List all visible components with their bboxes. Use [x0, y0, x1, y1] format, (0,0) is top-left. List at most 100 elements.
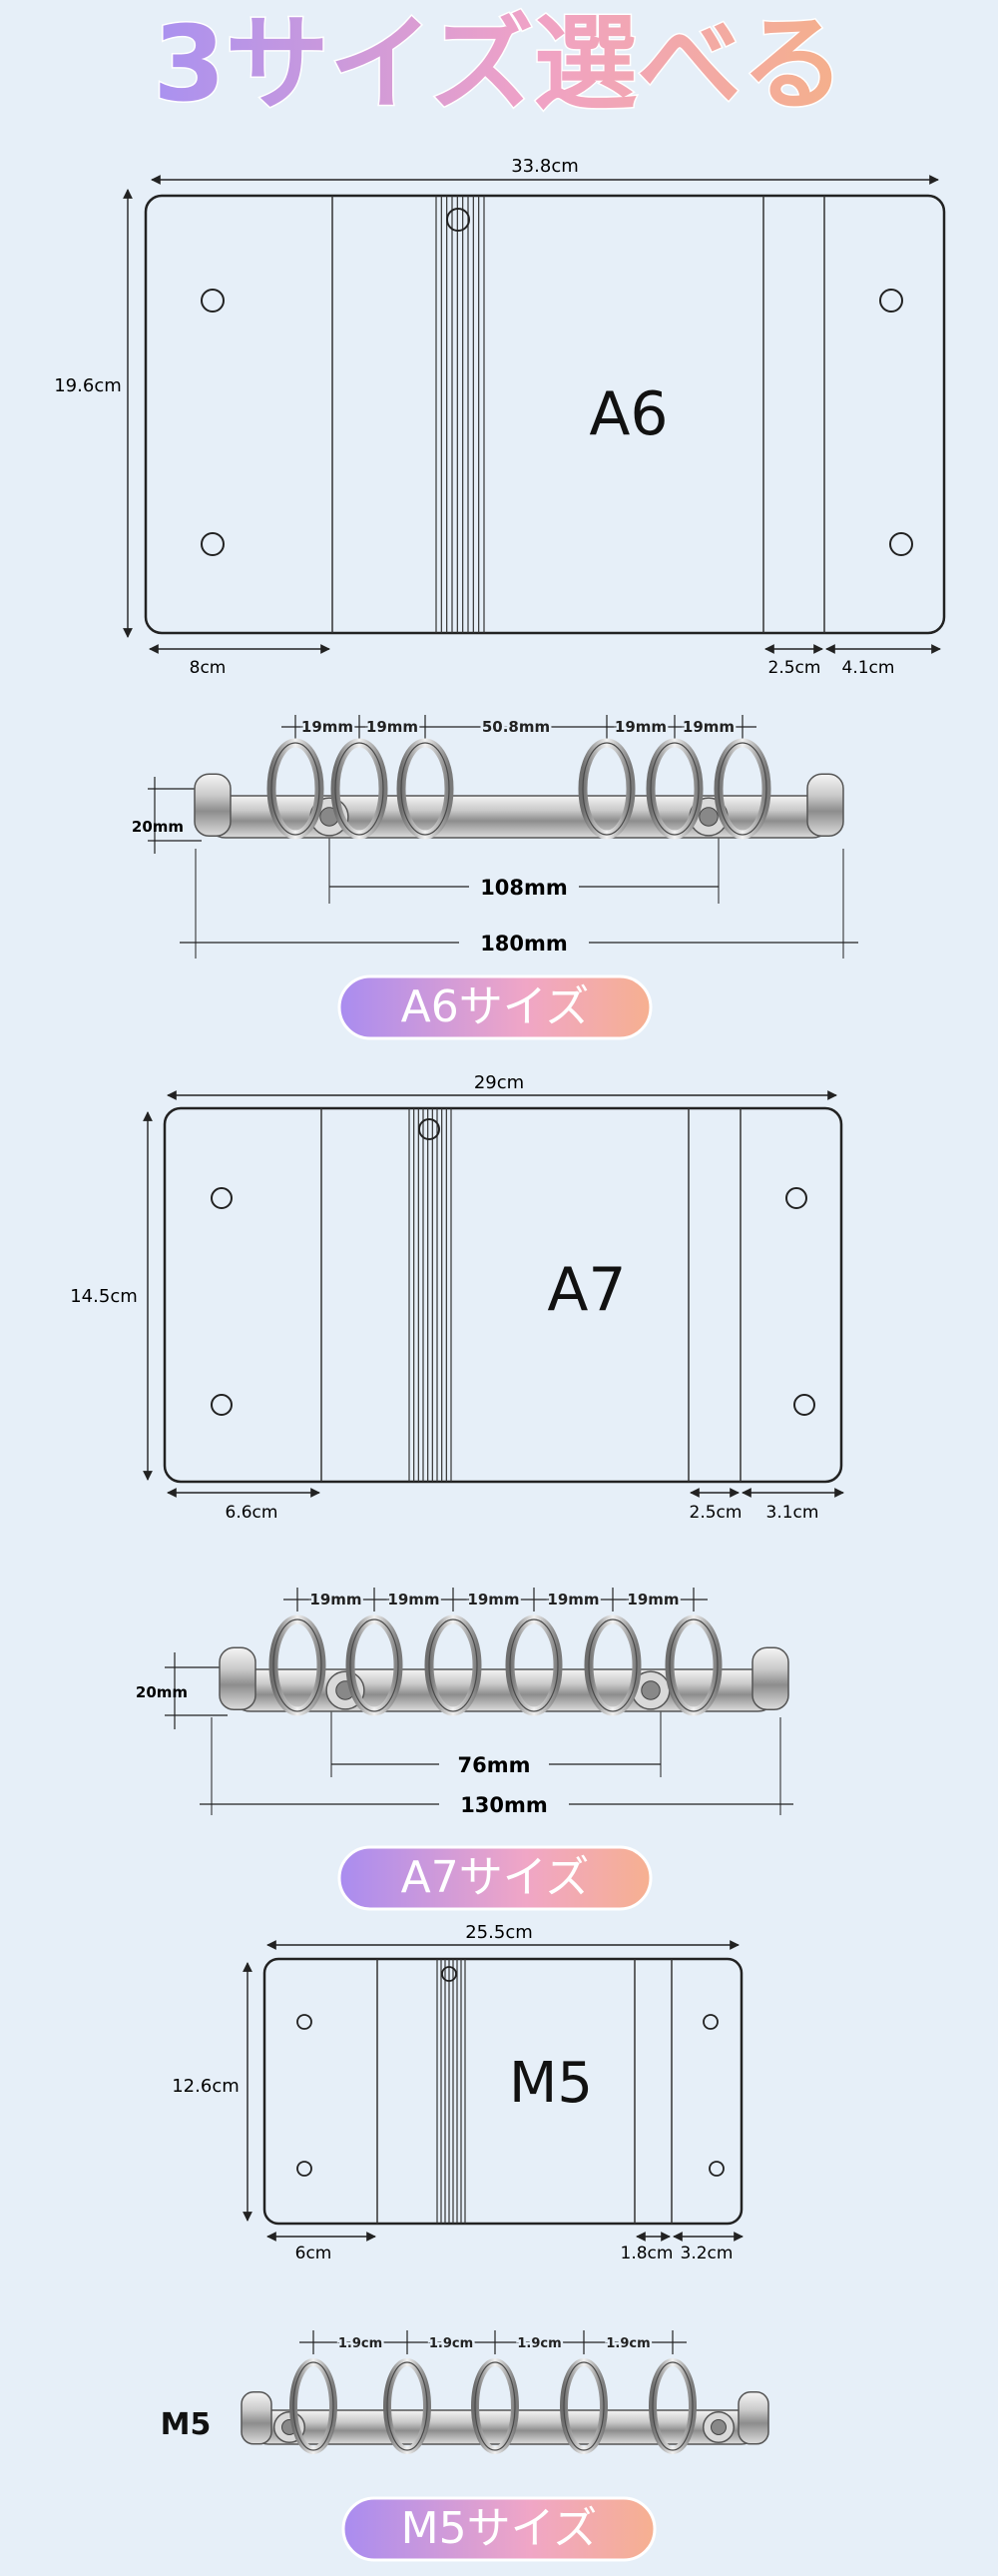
m5-ring-label: M5 [161, 2407, 212, 2442]
a7-ring-spacing-label: 19mm [467, 1591, 519, 1609]
a6-ring-diagram: 19mm 19mm 50.8mm 19mm 19mm 20mm 108mm 180mm [132, 715, 858, 959]
a7-ring-rivet-center [641, 1680, 661, 1700]
m5-right-gap-label: 1.8cm [621, 2244, 674, 2263]
m5-ring-spacing-label: 1.9cm [606, 2336, 650, 2351]
a7-ring-loop-edge [669, 1618, 719, 1712]
a6-ring-height-label: 20mm [132, 818, 184, 836]
a6-ring-spacing-label: 50.8mm [482, 718, 550, 736]
m5-ring-diagram: 1.9cm 1.9cm 1.9cm 1.9cm M5 [161, 2330, 769, 2454]
m5-ring-loop-edge [474, 2361, 516, 2451]
a7-ring-loop-edge [428, 1618, 478, 1712]
a7-ring-loop-edge [509, 1618, 559, 1712]
m5-hole [296, 2161, 312, 2177]
m5-height-label: 12.6cm [172, 2076, 240, 2097]
a6-right-panel-label: 4.1cm [842, 658, 895, 678]
m5-width-label: 25.5cm [465, 1922, 533, 1943]
m5-size-badge-label: M5サイズ [401, 2503, 598, 2554]
a7-ring-loop-edge [588, 1618, 638, 1712]
m5-spine-hole [441, 1966, 457, 1982]
a7-right-gap-label: 2.5cm [690, 1503, 743, 1523]
a7-ring-spacing-label: 19mm [387, 1591, 439, 1609]
a6-ring-loop-edge [650, 742, 700, 836]
a6-right-gap-label: 2.5cm [768, 658, 821, 678]
m5-cover-diagram: M5 25.5cm 12.6cm 6cm 1.8cm 3.2cm [172, 1922, 744, 2263]
a6-ring-spacing-label: 19mm [366, 718, 418, 736]
a7-ring-inner-label: 76mm [458, 1753, 531, 1777]
m5-ring-spacing-label: 1.9cm [338, 2336, 382, 2351]
m5-ring-spacing-label: 1.9cm [517, 2336, 561, 2351]
a7-height-label: 14.5cm [70, 1286, 138, 1307]
a7-ring-loop-edge [272, 1618, 322, 1712]
a6-height-label: 19.6cm [54, 375, 122, 396]
m5-ring-spacing-label: 1.9cm [429, 2336, 473, 2351]
a6-cover-label: A6 [589, 379, 668, 449]
m5-cover-label: M5 [509, 2051, 593, 2116]
a7-ring-diagram: 19mm 19mm 19mm 19mm 19mm 20mm 76mm 130mm [136, 1588, 793, 1817]
a7-ring-spacing-label: 19mm [547, 1591, 599, 1609]
a7-ring-endcap [219, 1646, 256, 1711]
a6-cover-diagram: A6 33.8cm 19.6cm 8cm 2.5cm 4.1cm [54, 156, 946, 678]
a6-hole [201, 289, 225, 313]
a6-hole [201, 532, 225, 556]
a6-ring-inner-label: 108mm [480, 876, 568, 900]
a6-ring-endcap [194, 773, 232, 838]
a7-ring-loop-edge [349, 1618, 399, 1712]
m5-size-badge: M5サイズ [341, 2496, 657, 2562]
a6-ring-loop-edge [334, 742, 384, 836]
a7-ring-total-label: 130mm [460, 1793, 548, 1817]
m5-spine-lines [436, 1959, 466, 2224]
a6-ring-loop-edge [718, 742, 767, 836]
a7-right-panel-label: 3.1cm [766, 1503, 819, 1523]
a6-ring-rivet-center [699, 807, 719, 827]
m5-hole [296, 2014, 312, 2030]
a7-hole [211, 1187, 233, 1209]
m5-cover-outline [262, 1957, 744, 2226]
a6-ring-spacing-label: 19mm [301, 718, 353, 736]
a6-ring-loop-edge [582, 742, 632, 836]
a6-hole [879, 289, 903, 313]
m5-hole [709, 2161, 725, 2177]
m5-ring-loop-edge [386, 2361, 428, 2451]
a7-cover-outline [163, 1106, 843, 1484]
m5-ring-endcap [738, 2391, 769, 2445]
a6-ring-endcap [806, 773, 844, 838]
a7-ring-endcap [751, 1646, 789, 1711]
a7-hole [211, 1394, 233, 1416]
a6-ring-total-label: 180mm [480, 932, 568, 956]
a7-hole [785, 1187, 807, 1209]
a6-ring-spacing-label: 19mm [683, 718, 735, 736]
a7-width-label: 29cm [474, 1072, 524, 1093]
a7-left-panel-label: 6.6cm [226, 1503, 278, 1523]
m5-ring-endcap [241, 2391, 272, 2445]
a7-size-badge-label: A7サイズ [401, 1852, 590, 1903]
a7-spine-lines [408, 1108, 452, 1482]
a7-cover-diagram: A7 29cm 14.5cm 6.6cm 2.5cm 3.1cm [70, 1072, 844, 1523]
m5-left-panel-label: 6cm [295, 2244, 332, 2263]
m5-right-panel-label: 3.2cm [681, 2244, 734, 2263]
a7-ring-height-label: 20mm [136, 1683, 188, 1701]
m5-ring-loop-edge [563, 2361, 605, 2451]
a6-spine-hole [446, 208, 470, 232]
a7-cover-label: A7 [547, 1255, 626, 1325]
a6-hole [889, 532, 913, 556]
a6-size-badge-label: A6サイズ [401, 981, 590, 1032]
a6-left-panel-label: 8cm [190, 658, 227, 678]
m5-ring-loop-edge [292, 2361, 334, 2451]
page-title: 3サイズ選べる [153, 3, 844, 125]
a7-hole [793, 1394, 815, 1416]
a6-ring-loop-edge [270, 742, 320, 836]
a7-spine-hole [418, 1118, 440, 1140]
a6-ring-loop-edge [400, 742, 450, 836]
a6-ring-spacing-label: 19mm [615, 718, 667, 736]
a6-size-badge: A6サイズ [337, 974, 653, 1040]
a7-ring-spacing-label: 19mm [627, 1591, 679, 1609]
m5-ring-loop-edge [652, 2361, 694, 2451]
a7-size-badge: A7サイズ [337, 1845, 653, 1911]
m5-hole [703, 2014, 719, 2030]
a6-width-label: 33.8cm [511, 156, 579, 177]
m5-ring-rivet-center [711, 2419, 727, 2435]
a6-cover-outline [144, 194, 946, 635]
a6-spine-lines [435, 196, 485, 633]
a7-ring-spacing-label: 19mm [309, 1591, 361, 1609]
